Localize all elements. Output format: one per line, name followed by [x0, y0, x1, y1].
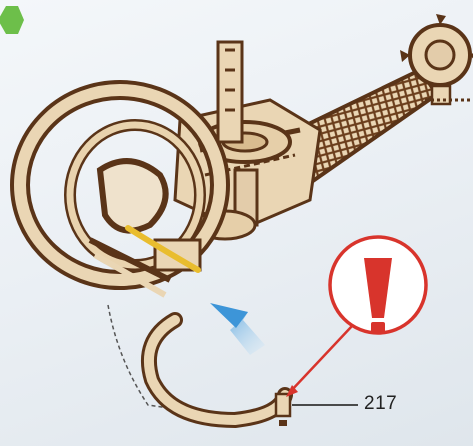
part-number-label: 217 [364, 393, 397, 415]
warning-pointer-line [290, 326, 352, 392]
green-hexagon-icon [0, 6, 24, 34]
part-217-skid [149, 320, 290, 426]
rotor-mast [218, 42, 242, 142]
blue-arrow-icon [210, 303, 265, 355]
exclamation-warning-icon [330, 237, 426, 334]
